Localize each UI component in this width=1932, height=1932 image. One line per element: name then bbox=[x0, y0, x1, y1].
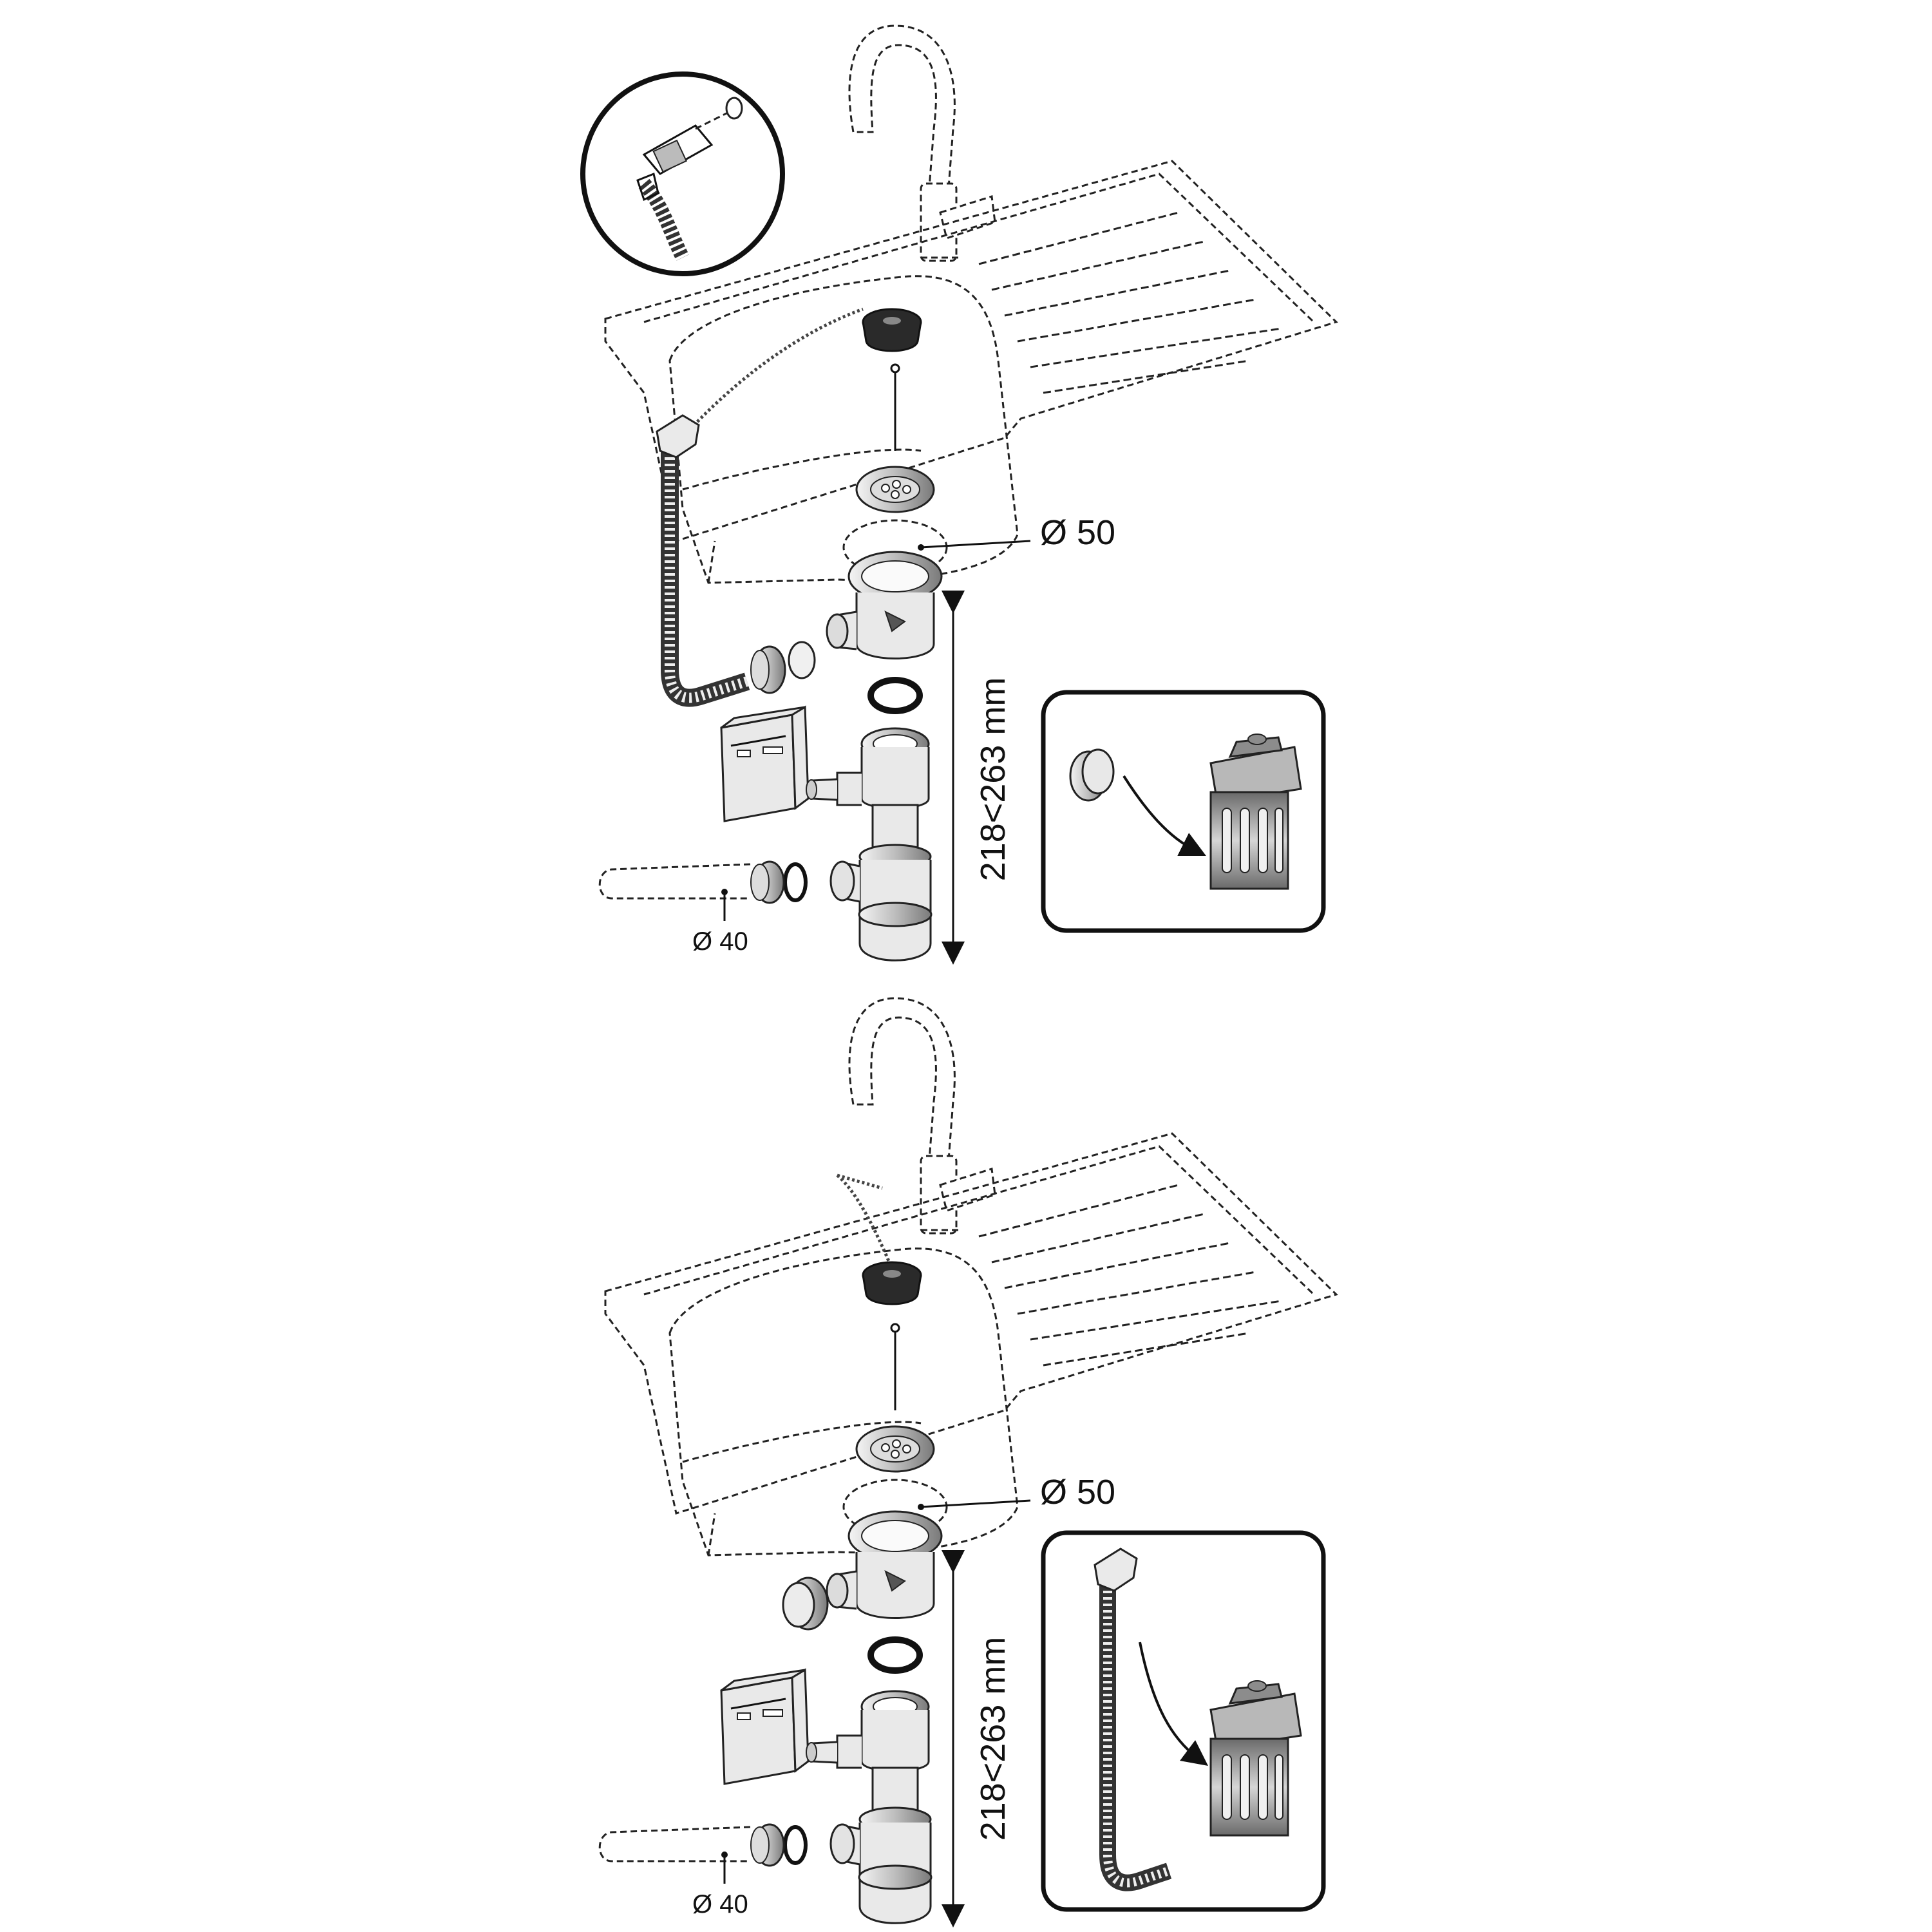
stopper-plug bbox=[862, 1261, 922, 1305]
stopper-plug bbox=[862, 308, 922, 352]
drain-strainer-assembly bbox=[827, 365, 947, 711]
bottom-panel: Ø 50 Ø 40 218<263 mm bbox=[600, 997, 1338, 1927]
cap-plug bbox=[1069, 748, 1115, 802]
drain-strainer-assembly bbox=[827, 1324, 947, 1671]
height-range-label: 218<263 mm bbox=[974, 677, 1012, 882]
outlet-diameter-label: Ø 40 bbox=[692, 927, 748, 956]
discard-arrow bbox=[1122, 775, 1206, 856]
stopper-chain bbox=[675, 307, 864, 446]
overflow-hose-part bbox=[1094, 1548, 1172, 1891]
side-cap bbox=[782, 1577, 829, 1631]
faucet-outline bbox=[848, 24, 996, 262]
overflow-hose bbox=[656, 414, 750, 707]
top-panel: Ø 50 Ø 40 218<263 mm bbox=[580, 24, 1338, 965]
drain-diameter-label: Ø 50 bbox=[1040, 513, 1115, 552]
faucet-outline bbox=[848, 997, 996, 1235]
height-range-label: 218<263 mm bbox=[974, 1637, 1012, 1841]
bottle-trap-assembly bbox=[600, 1670, 931, 1923]
discard-arrow bbox=[1139, 1642, 1208, 1766]
outlet-diameter-label: Ø 40 bbox=[692, 1890, 748, 1918]
overflow-detail-inset bbox=[580, 71, 785, 276]
stopper-chain bbox=[836, 1174, 894, 1269]
bottle-trap-assembly bbox=[600, 707, 931, 960]
discard-hose-box bbox=[1041, 1530, 1326, 1912]
discard-cap-box bbox=[1041, 690, 1326, 933]
drain-diameter-label: Ø 50 bbox=[1040, 1473, 1115, 1511]
